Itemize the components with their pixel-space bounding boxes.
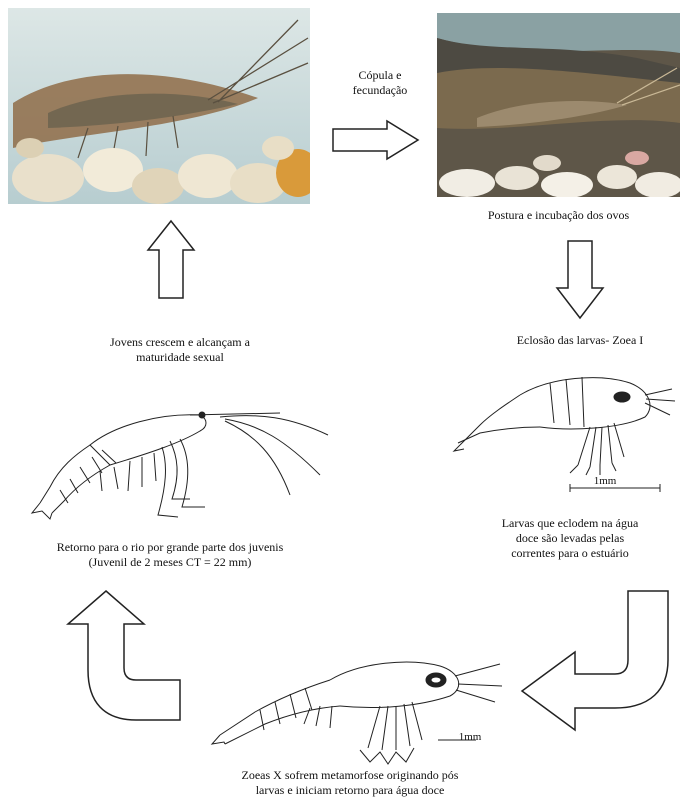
eclosao-label: Eclosão das larvas- Zoea I <box>480 333 680 348</box>
retorno-label: Retorno para o rio por grande parte dos … <box>20 540 320 570</box>
jovens-label: Jovens crescem e alcançam a maturidade s… <box>50 335 310 365</box>
arrow-right-icon <box>332 120 422 160</box>
egg-incubation-photo <box>437 13 680 197</box>
larvas-label: Larvas que eclodem na água doce são leva… <box>470 516 670 561</box>
scale-label-top: 1mm <box>575 474 635 489</box>
curved-arrow-up-icon <box>68 590 178 740</box>
copula-label: Cópula e fecundação <box>330 68 430 98</box>
juvenile-shrimp-drawing <box>30 395 330 535</box>
adult-shrimp-photo <box>8 8 310 204</box>
arrow-up-icon <box>147 220 197 300</box>
curved-arrow-down-left-icon <box>520 590 680 740</box>
zoea-i-larva-drawing <box>450 355 680 495</box>
postura-label: Postura e incubação dos ovos <box>437 208 680 223</box>
scale-label-bottom: 1mm <box>445 730 495 745</box>
zoeas-label: Zoeas X sofrem metamorfose originando pó… <box>190 768 510 798</box>
zoea-x-larva-drawing <box>210 640 510 770</box>
arrow-down-icon <box>556 240 606 320</box>
